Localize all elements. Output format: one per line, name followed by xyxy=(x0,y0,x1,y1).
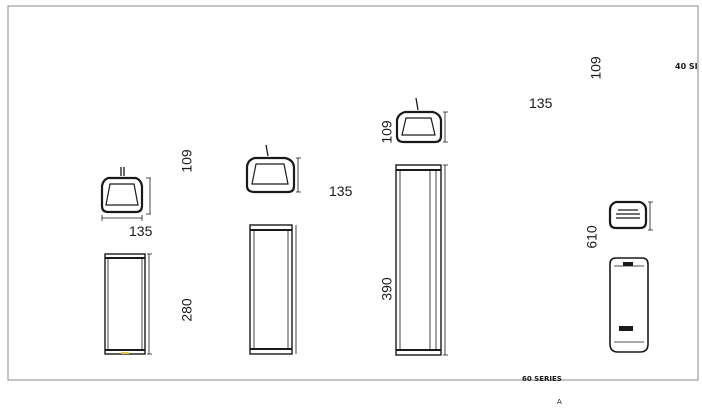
model-c-bracket-top-view xyxy=(395,97,448,144)
model-d-height-dimension: 109 xyxy=(587,56,604,80)
series-40-label: 40 SI xyxy=(675,62,698,71)
model-a-height-dimension: 109 xyxy=(178,149,195,173)
model-b-speaker-column xyxy=(249,224,297,355)
model-d-speaker-column xyxy=(609,257,649,353)
model-a-bracket-top-view xyxy=(100,167,151,221)
section-marker: A xyxy=(557,398,562,406)
model-c-length-dimension: 390 xyxy=(378,277,395,301)
model-c-height-dimension: 109 xyxy=(378,120,395,144)
model-a-speaker-column xyxy=(104,253,152,355)
drawing-border xyxy=(7,5,699,381)
model-b-width-dimension: 135 xyxy=(329,183,353,199)
series-60-label: 60 SERIES xyxy=(522,375,562,383)
model-c-width-dimension: 135 xyxy=(529,95,553,111)
model-c-speaker-column xyxy=(395,164,448,356)
model-b-bracket-top-view xyxy=(245,144,301,194)
model-d-length-dimension: 610 xyxy=(583,225,600,249)
model-a-length-dimension: 280 xyxy=(178,298,195,322)
model-a-width-dimension: 135 xyxy=(129,223,153,239)
model-d-bracket-top-view xyxy=(608,200,653,231)
